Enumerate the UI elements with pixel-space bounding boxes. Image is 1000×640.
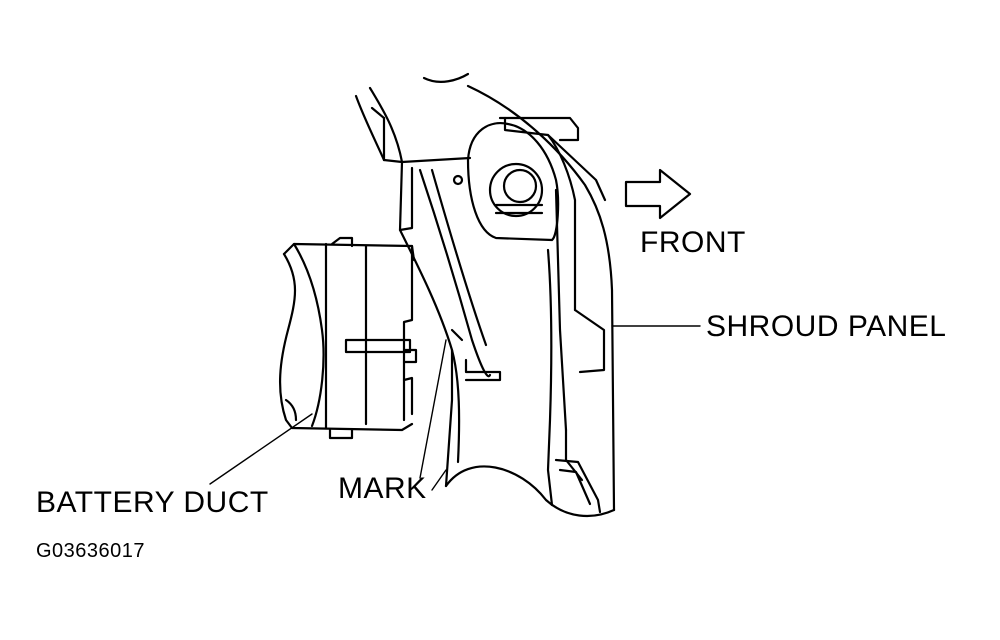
mark-label: MARK xyxy=(338,472,427,505)
front-label: FRONT xyxy=(640,226,746,259)
battery-duct-leader xyxy=(209,413,313,485)
leader-lines xyxy=(209,325,701,491)
mark-leader xyxy=(419,339,447,479)
arrow-right-outline-icon xyxy=(624,168,692,220)
shroud-panel-label: SHROUD PANEL xyxy=(706,310,947,343)
battery-duct-drawing xyxy=(278,236,418,440)
figure-code: G03636017 xyxy=(36,540,146,562)
shroud-panel-drawing xyxy=(354,72,616,517)
battery-duct-label: BATTERY DUCT xyxy=(36,486,269,519)
